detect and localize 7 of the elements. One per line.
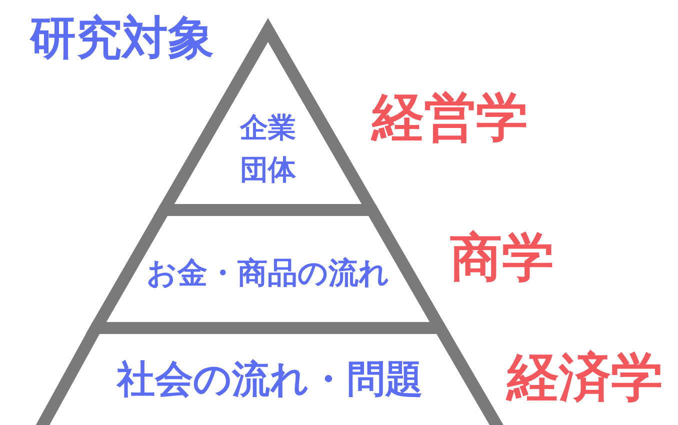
tier-label: 企業団体 xyxy=(239,110,297,188)
diagram-title: 研究対象 xyxy=(30,10,214,66)
tier-label: お金・商品の流れ xyxy=(146,256,390,292)
discipline-label: 商学 xyxy=(450,226,554,290)
discipline-label: 経済学 xyxy=(507,346,663,410)
tier-label: 社会の流れ・問題 xyxy=(117,357,423,403)
discipline-label: 経営学 xyxy=(372,86,528,150)
